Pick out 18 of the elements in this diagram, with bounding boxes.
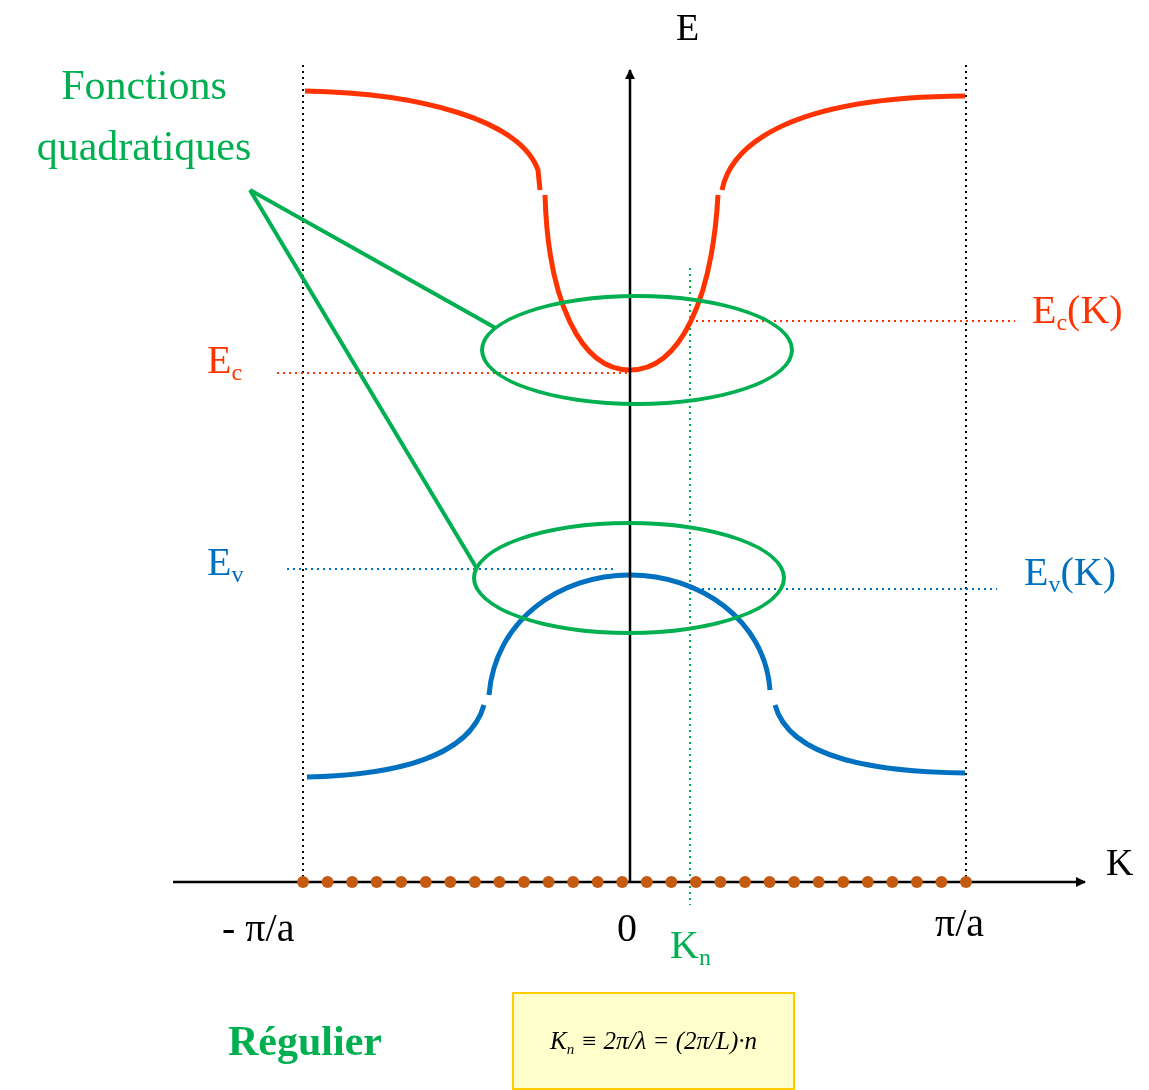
axis-label: K	[1106, 843, 1134, 881]
energy-label: E$_{v}$	[207, 542, 244, 587]
wavevector-label: K$_{n}$	[670, 925, 711, 970]
energy-label: E$_{v}$(K)	[1024, 552, 1116, 597]
axis-label: E	[676, 8, 700, 46]
leader-line	[249, 188, 497, 330]
tick-label: π/a	[935, 903, 985, 943]
ellipse-outline	[472, 521, 786, 635]
formula-box	[512, 992, 795, 1090]
ellipse-outline	[480, 294, 794, 406]
tick-label: 0	[617, 908, 637, 948]
energy-label: E$_{c}$	[207, 340, 243, 385]
annotation-text: Fonctions quadratiques	[35, 61, 253, 171]
leader-line	[248, 188, 479, 570]
heading-text: Régulier	[228, 1020, 382, 1062]
formula-text: K$_{n}$ ≡ 2π/λ = (2π/L)·n	[550, 1026, 757, 1059]
energy-label: E$_{c}$(K)	[1032, 290, 1123, 335]
tick-label: - π/a	[222, 908, 295, 948]
